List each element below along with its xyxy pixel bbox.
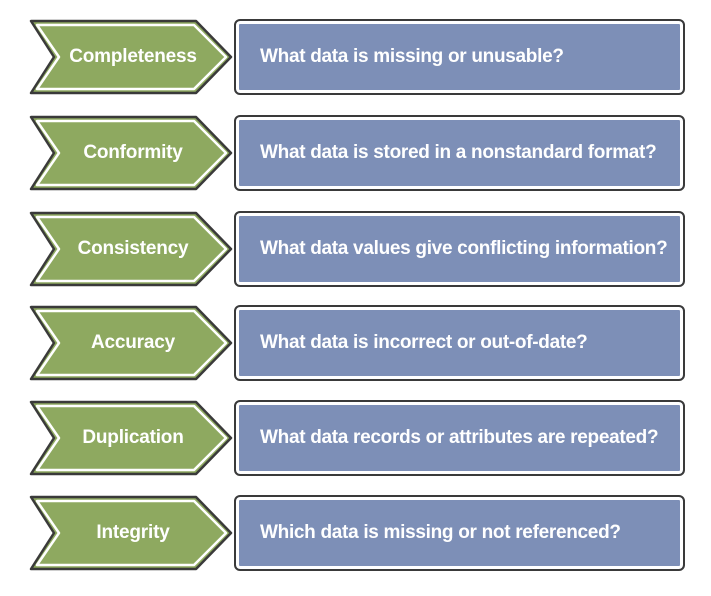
- chevron-arrow-icon: [29, 305, 233, 381]
- question-box-duplication: What data records or attributes are repe…: [234, 400, 685, 476]
- row-duplication: Duplication What data records or attribu…: [0, 400, 711, 476]
- chevron-duplication: Duplication: [28, 400, 234, 476]
- chevron-conformity: Conformity: [28, 115, 234, 191]
- chevron-label: Accuracy: [91, 332, 175, 353]
- row-consistency: Consistency What data values give confli…: [0, 211, 711, 287]
- chevron-completeness: Completeness: [28, 19, 234, 95]
- chevron-consistency: Consistency: [28, 211, 234, 287]
- question-box-accuracy: What data is incorrect or out-of-date?: [234, 305, 685, 381]
- question-text: What data records or attributes are repe…: [260, 427, 659, 448]
- chevron-arrow-icon: [29, 495, 233, 571]
- row-conformity: Conformity What data is stored in a nons…: [0, 115, 711, 191]
- chevron-label: Duplication: [82, 427, 184, 448]
- chevron-label: Integrity: [96, 522, 170, 543]
- question-text: What data is incorrect or out-of-date?: [260, 332, 588, 353]
- row-completeness: Completeness What data is missing or unu…: [0, 19, 711, 95]
- question-text: Which data is missing or not referenced?: [260, 522, 621, 543]
- chevron-arrow-icon: [29, 19, 233, 95]
- question-text: What data is stored in a nonstandard for…: [260, 142, 657, 163]
- row-accuracy: Accuracy What data is incorrect or out-o…: [0, 305, 711, 381]
- chevron-label: Consistency: [77, 238, 189, 259]
- row-integrity: Integrity Which data is missing or not r…: [0, 495, 711, 571]
- question-box-consistency: What data values give conflicting inform…: [234, 211, 685, 287]
- question-box-conformity: What data is stored in a nonstandard for…: [234, 115, 685, 191]
- question-text: What data values give conflicting inform…: [260, 238, 668, 259]
- chevron-arrow-icon: [29, 211, 233, 287]
- chevron-arrow-icon: [29, 115, 233, 191]
- question-text: What data is missing or unusable?: [260, 46, 564, 67]
- question-box-completeness: What data is missing or unusable?: [234, 19, 685, 95]
- chevron-arrow-icon: [29, 400, 233, 476]
- chevron-accuracy: Accuracy: [28, 305, 234, 381]
- chevron-integrity: Integrity: [28, 495, 234, 571]
- chevron-label: Conformity: [83, 142, 183, 163]
- question-box-integrity: Which data is missing or not referenced?: [234, 495, 685, 571]
- chevron-label: Completeness: [69, 46, 197, 67]
